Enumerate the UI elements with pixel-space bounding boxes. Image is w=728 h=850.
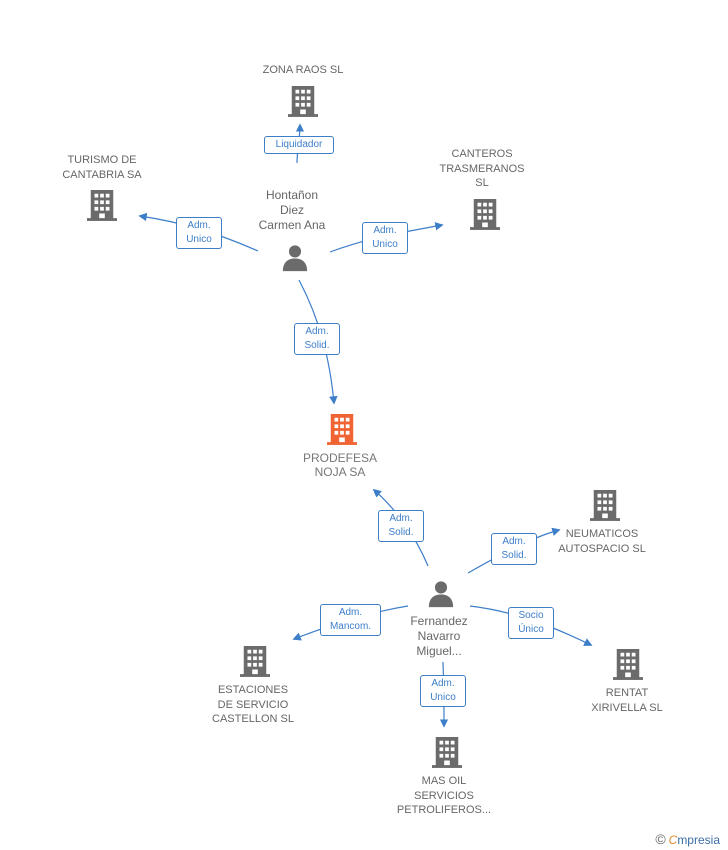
edge-label-neumaticos: Adm. Solid.	[491, 533, 537, 565]
hontanon-person-icon[interactable]	[282, 245, 308, 272]
edge-label-liquidador: Liquidador	[264, 136, 334, 154]
node-zona-raos[interactable]: ZONA RAOS SL	[243, 63, 363, 78]
node-name[interactable]: NEUMATICOS AUTOSPACIO SL	[558, 528, 646, 555]
brand-watermark[interactable]: ©Cmpresia	[655, 831, 720, 847]
estaciones-icon[interactable]	[240, 646, 270, 677]
brand-initial: C	[668, 833, 678, 847]
node-name[interactable]: MAS OIL SERVICIOS PETROLIFEROS...	[396, 775, 492, 816]
edge-label-prodefesa-h: Adm. Solid.	[294, 323, 340, 355]
node-canteros[interactable]: CANTEROS TRASMERANOS SL	[422, 147, 542, 191]
node-name[interactable]: ZONA RAOS SL	[262, 64, 344, 76]
node-hontanon[interactable]: Hontañon Diez Carmen Ana	[232, 188, 352, 233]
copyright-icon: ©	[655, 831, 666, 847]
rentat-icon[interactable]	[613, 649, 643, 680]
edge-label-canteros: Adm. Unico	[362, 222, 408, 254]
node-name[interactable]: RENTAT XIRIVELLA SL	[591, 687, 663, 714]
edge-label-prodefesa-f: Adm. Solid.	[378, 510, 424, 542]
node-name[interactable]: PRODEFESA NOJA SA	[302, 451, 377, 479]
node-rentat[interactable]: RENTAT XIRIVELLA SL	[567, 686, 687, 715]
mas-oil-icon[interactable]	[432, 737, 462, 768]
node-fernandez[interactable]: Fernandez Navarro Miguel...	[379, 614, 499, 659]
edge-label-mas-oil: Adm. Unico	[420, 675, 466, 707]
node-name[interactable]: TURISMO DE CANTABRIA SA	[62, 154, 142, 181]
node-turismo[interactable]: TURISMO DE CANTABRIA SA	[42, 153, 162, 182]
edge-label-estaciones: Adm. Mancom.	[320, 604, 381, 636]
node-name[interactable]: Hontañon Diez Carmen Ana	[258, 188, 326, 232]
prodefesa-icon[interactable]	[327, 414, 357, 445]
turismo-icon[interactable]	[87, 190, 117, 221]
node-mas-oil[interactable]: MAS OIL SERVICIOS PETROLIFEROS...	[384, 774, 504, 818]
node-prodefesa[interactable]: PRODEFESA NOJA SA	[280, 451, 400, 479]
node-name[interactable]: CANTEROS TRASMERANOS SL	[439, 148, 525, 189]
edge-label-turismo: Adm. Unico	[176, 217, 222, 249]
node-estaciones[interactable]: ESTACIONES DE SERVICIO CASTELLON SL	[193, 683, 313, 727]
node-neumaticos[interactable]: NEUMATICOS AUTOSPACIO SL	[542, 527, 662, 556]
zona-raos-icon[interactable]	[288, 86, 318, 117]
edge-label-rentat: Socio Único	[508, 607, 554, 639]
fernandez-person-icon[interactable]	[428, 581, 454, 608]
brand-name: mpresia	[677, 833, 720, 847]
node-name[interactable]: ESTACIONES DE SERVICIO CASTELLON SL	[212, 684, 294, 725]
neumaticos-icon[interactable]	[590, 490, 620, 521]
node-name[interactable]: Fernandez Navarro Miguel...	[410, 614, 468, 658]
canteros-icon[interactable]	[470, 199, 500, 230]
